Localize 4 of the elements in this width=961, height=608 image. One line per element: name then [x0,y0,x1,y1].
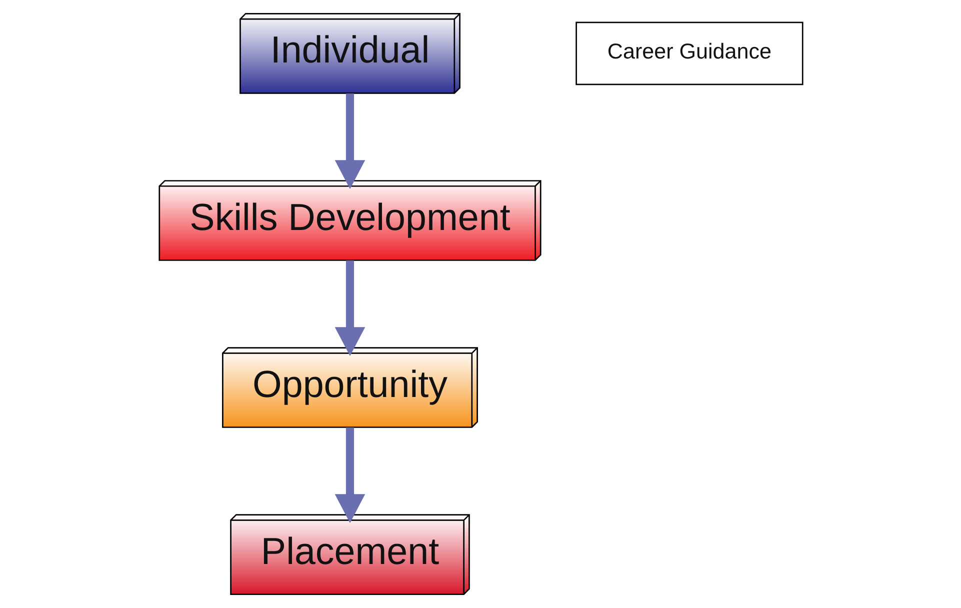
arrow [334,93,365,189]
node-box: Career Guidance [575,22,803,86]
arrow [334,260,365,356]
arrow [334,427,365,524]
